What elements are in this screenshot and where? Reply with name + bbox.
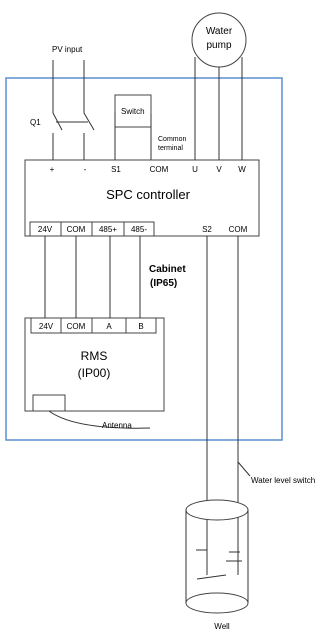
top-terminal-com: COM [150, 165, 169, 174]
ctrl-terminal-s2: S2 [202, 225, 212, 234]
ctrl-terminal-com: COM [67, 225, 86, 234]
pv-input-label: PV input [52, 45, 83, 54]
antenna-box [32, 394, 66, 412]
level-switch-pointer [237, 461, 251, 477]
rms-terminal-com: COM [67, 322, 86, 331]
q1-label: Q1 [30, 118, 41, 127]
rms-label-1: RMS [81, 349, 108, 363]
ctrl-terminal-485p: 485+ [99, 225, 117, 234]
rms-terminal-box-b [125, 317, 157, 334]
spc-controller-label: SPC controller [106, 187, 190, 202]
ctrl-terminal-485m: 485- [131, 225, 147, 234]
common-terminal-label-1: Common [158, 136, 187, 143]
top-terminal-w: W [238, 165, 246, 174]
top-terminal-plus: + [50, 165, 55, 174]
water-pump-label-1: Water [206, 26, 233, 37]
cabinet-label-1: Cabinet [149, 264, 186, 275]
switch-label: Switch [121, 107, 145, 116]
rms-label-2: (IP00) [78, 366, 111, 380]
well-level-marks [196, 549, 242, 580]
switch-box [114, 94, 152, 128]
water-level-switch-label: Water level switch [251, 476, 315, 485]
ctrl-terminal-com-right: COM [229, 225, 248, 234]
pump-leads [194, 57, 243, 160]
rms-wires [44, 236, 141, 318]
switch-leads [114, 112, 152, 160]
top-terminal-u: U [192, 165, 198, 174]
pv-input-leads [52, 60, 85, 98]
antenna-cable [48, 410, 151, 429]
well-label: Well [214, 622, 230, 631]
water-pump-label-2: pump [206, 40, 231, 51]
ctrl-terminal-box-485m [123, 221, 155, 237]
top-terminal-minus: - [84, 165, 87, 174]
rms-terminal-a: A [106, 322, 112, 331]
common-terminal-label-2: terminal [158, 145, 183, 152]
well-body [185, 510, 249, 603]
cabinet-label-2: (IP65) [150, 278, 177, 289]
ctrl-terminal-24v: 24V [38, 225, 53, 234]
cabinet-border [5, 77, 283, 441]
rms-terminal-24v: 24V [39, 322, 54, 331]
q1-breaker [52, 98, 95, 160]
top-terminal-s1: S1 [111, 165, 121, 174]
top-terminal-v: V [216, 165, 222, 174]
well-bottom [185, 592, 249, 614]
antenna-label: Antenna [102, 421, 132, 430]
well-top [185, 499, 249, 521]
rms-terminal-b: B [138, 322, 143, 331]
